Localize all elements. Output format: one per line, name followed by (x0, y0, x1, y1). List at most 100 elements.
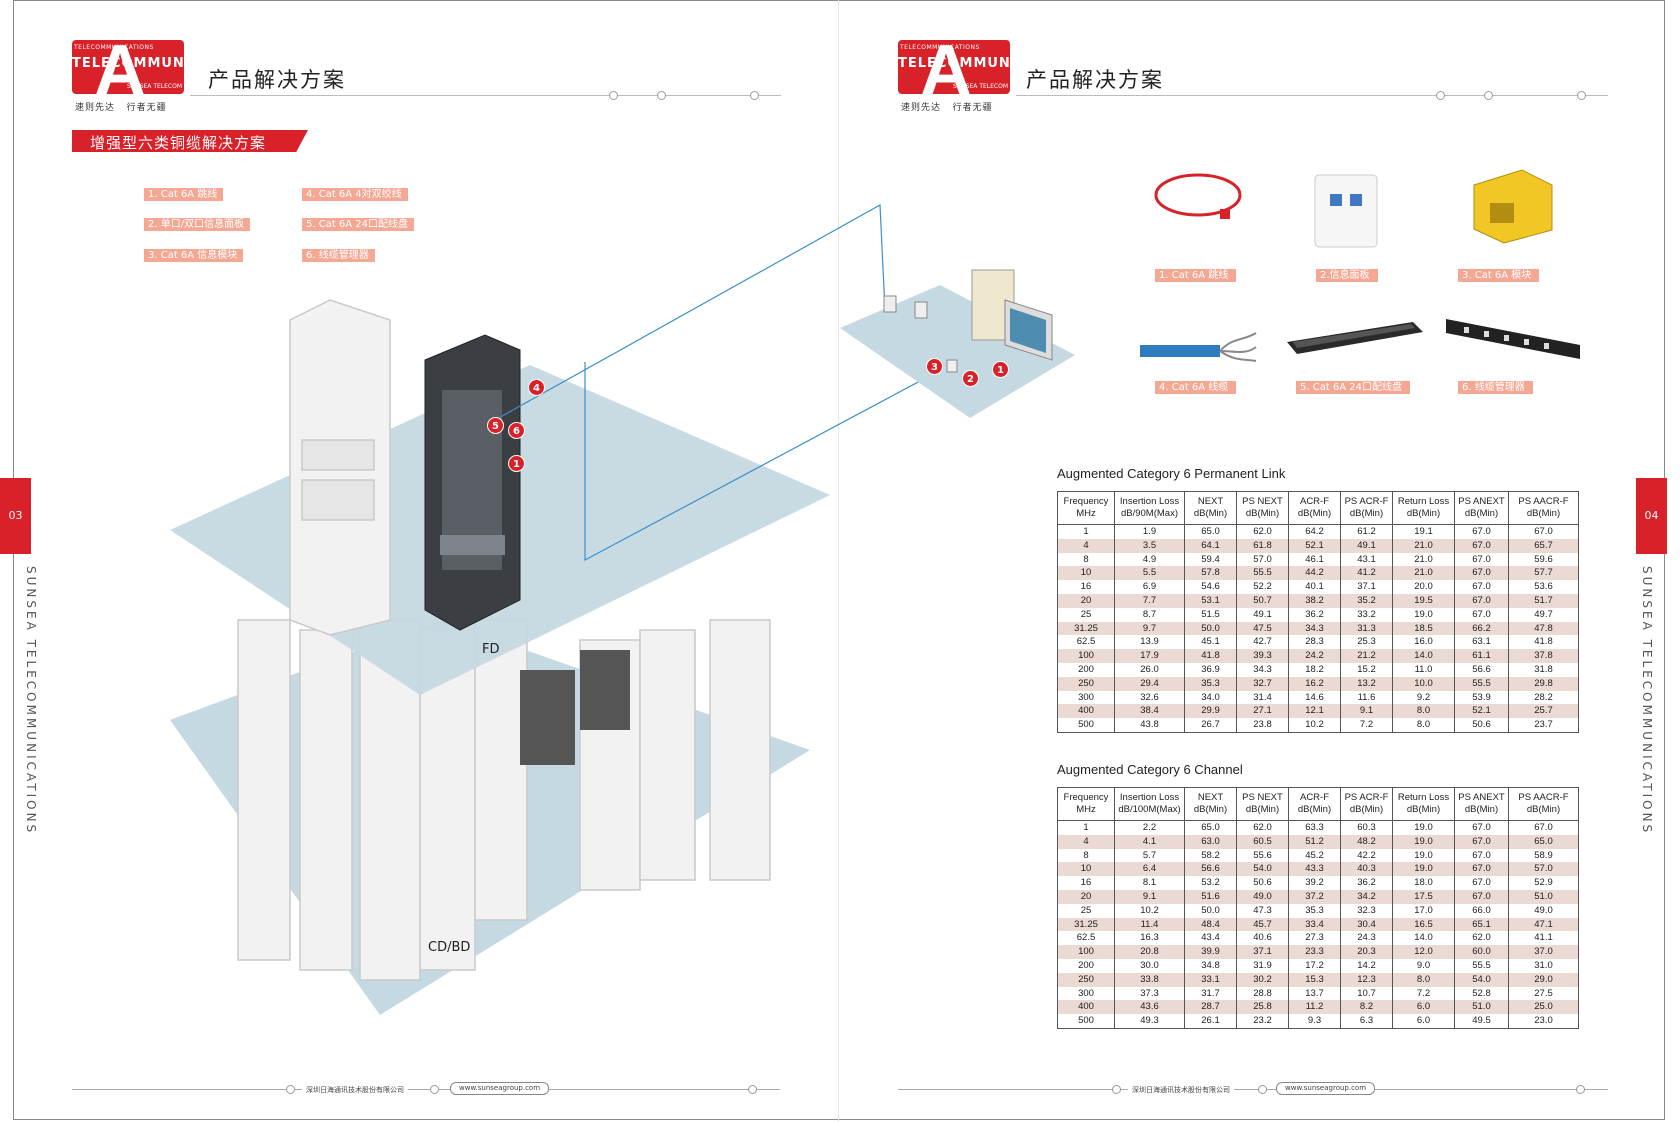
table-cell: 37.2 (1288, 889, 1341, 904)
marker-3: 3 (926, 358, 943, 375)
logo-a-icon: A (94, 40, 146, 94)
table-cell: 38.2 (1288, 593, 1341, 608)
footer-url-left[interactable]: www.sunseagroup.com (450, 1082, 550, 1095)
footer-url-right[interactable]: www.sunseagroup.com (1276, 1082, 1376, 1095)
logo-slogan: 速则先达 行者无疆 (75, 103, 167, 113)
patch-panel-stack (520, 670, 575, 765)
table-cell: 63.3 (1288, 820, 1341, 835)
page-title-left: 产品解决方案 (208, 68, 346, 92)
table-cell: 250 (1057, 676, 1115, 691)
table-cell: 34.2 (1340, 889, 1393, 904)
table-cell: 61.1 (1454, 649, 1509, 663)
table-cell: 10 (1057, 566, 1115, 581)
table-cell: 300 (1057, 986, 1115, 1001)
table-cell: 8.7 (1114, 607, 1185, 622)
header-rule-right (1016, 95, 1608, 96)
table-cell: 23.2 (1236, 1014, 1289, 1029)
table-cell: 30.0 (1114, 958, 1185, 973)
table-cell: 52.9 (1508, 876, 1579, 890)
table-cell: 50.0 (1184, 621, 1237, 636)
cable-line (584, 362, 951, 562)
rack-tray (301, 439, 375, 471)
table-cell: 64.1 (1184, 538, 1237, 553)
rack-frame (299, 629, 353, 971)
table-cell: 31.4 (1236, 690, 1289, 705)
footer-rule-right (898, 1089, 1608, 1090)
table-cell: 8.0 (1392, 704, 1455, 719)
table-cell: 49.1 (1340, 538, 1393, 553)
table-cell: 19.0 (1392, 820, 1455, 835)
table-cell: 55.5 (1236, 566, 1289, 581)
table-cell: 57.8 (1184, 566, 1237, 581)
faceplate-small (914, 301, 928, 319)
rack-equipment (440, 535, 505, 555)
table-cell: 50.6 (1454, 718, 1509, 733)
table-cell: 67.0 (1454, 593, 1509, 608)
table-cell: 14.6 (1288, 690, 1341, 705)
table-cell: 28.3 (1288, 635, 1341, 650)
brand-logo-right: TELECOMMUNICATIONS TELECOMMUNICATIONS SU… (898, 40, 1014, 113)
rack-frame (474, 619, 528, 921)
table-cell: 25.8 (1236, 1000, 1289, 1015)
table-cell: 19.0 (1392, 607, 1455, 622)
table-cell: 49.3 (1114, 1014, 1185, 1029)
table-cell: 9.1 (1114, 889, 1185, 904)
table-cell: 500 (1057, 718, 1115, 733)
product-label-5: 5. Cat 6A 24口配线盘 (1296, 381, 1411, 394)
table-cell: 42.7 (1236, 635, 1289, 650)
table-cell: 18.2 (1288, 662, 1341, 677)
table-cell: 9.7 (1114, 621, 1185, 636)
table-cell: 19.0 (1392, 848, 1455, 863)
table-cell: 25.3 (1340, 635, 1393, 650)
table-cell: 20.0 (1392, 580, 1455, 594)
rack-frame (709, 619, 771, 881)
table-cell: 56.6 (1454, 662, 1509, 677)
table-cell: 51.7 (1508, 593, 1579, 608)
cable-icon (1140, 332, 1257, 362)
footer-dot (430, 1085, 439, 1094)
table-cell: 28.8 (1236, 986, 1289, 1001)
table-cell: 51.5 (1184, 607, 1237, 622)
table-cell: 56.6 (1184, 862, 1237, 877)
rack-frame (237, 619, 291, 961)
table-cell: 5.7 (1114, 848, 1185, 863)
header-dot (609, 91, 618, 100)
table-cell: 47.3 (1236, 903, 1289, 918)
table-cell: 19.0 (1392, 862, 1455, 877)
table-cell: 17.2 (1288, 958, 1341, 973)
table-cell: 13.9 (1114, 635, 1185, 650)
table-cell: 21.0 (1392, 552, 1455, 567)
table-cell: 62.5 (1057, 635, 1115, 650)
table-cell: 49.1 (1236, 607, 1289, 622)
table-cell: 4 (1057, 538, 1115, 553)
table-cell: 48.2 (1340, 834, 1393, 849)
logo-mark: TELECOMMUNICATIONS TELECOMMUNICATIONS SU… (898, 40, 1010, 94)
table-cell: 17.9 (1114, 649, 1185, 663)
table-cell: 29.8 (1508, 676, 1579, 691)
table-cell: 45.7 (1236, 917, 1289, 932)
table-cell: 16.0 (1392, 635, 1455, 650)
product-label-1: 1. Cat 6A 跳线 (1155, 269, 1237, 282)
table-cell: 6.0 (1392, 1000, 1455, 1015)
table-cell: 25.0 (1508, 1000, 1579, 1015)
table-cell: 21.2 (1340, 649, 1393, 663)
table-cell: 400 (1057, 1000, 1115, 1015)
table-cell: 33.8 (1114, 972, 1185, 987)
header-dot (750, 91, 759, 100)
marker-2: 2 (962, 370, 979, 387)
table-cell: 33.4 (1288, 917, 1341, 932)
table-cell: 39.2 (1288, 876, 1341, 890)
table-cell: 21.0 (1392, 538, 1455, 553)
